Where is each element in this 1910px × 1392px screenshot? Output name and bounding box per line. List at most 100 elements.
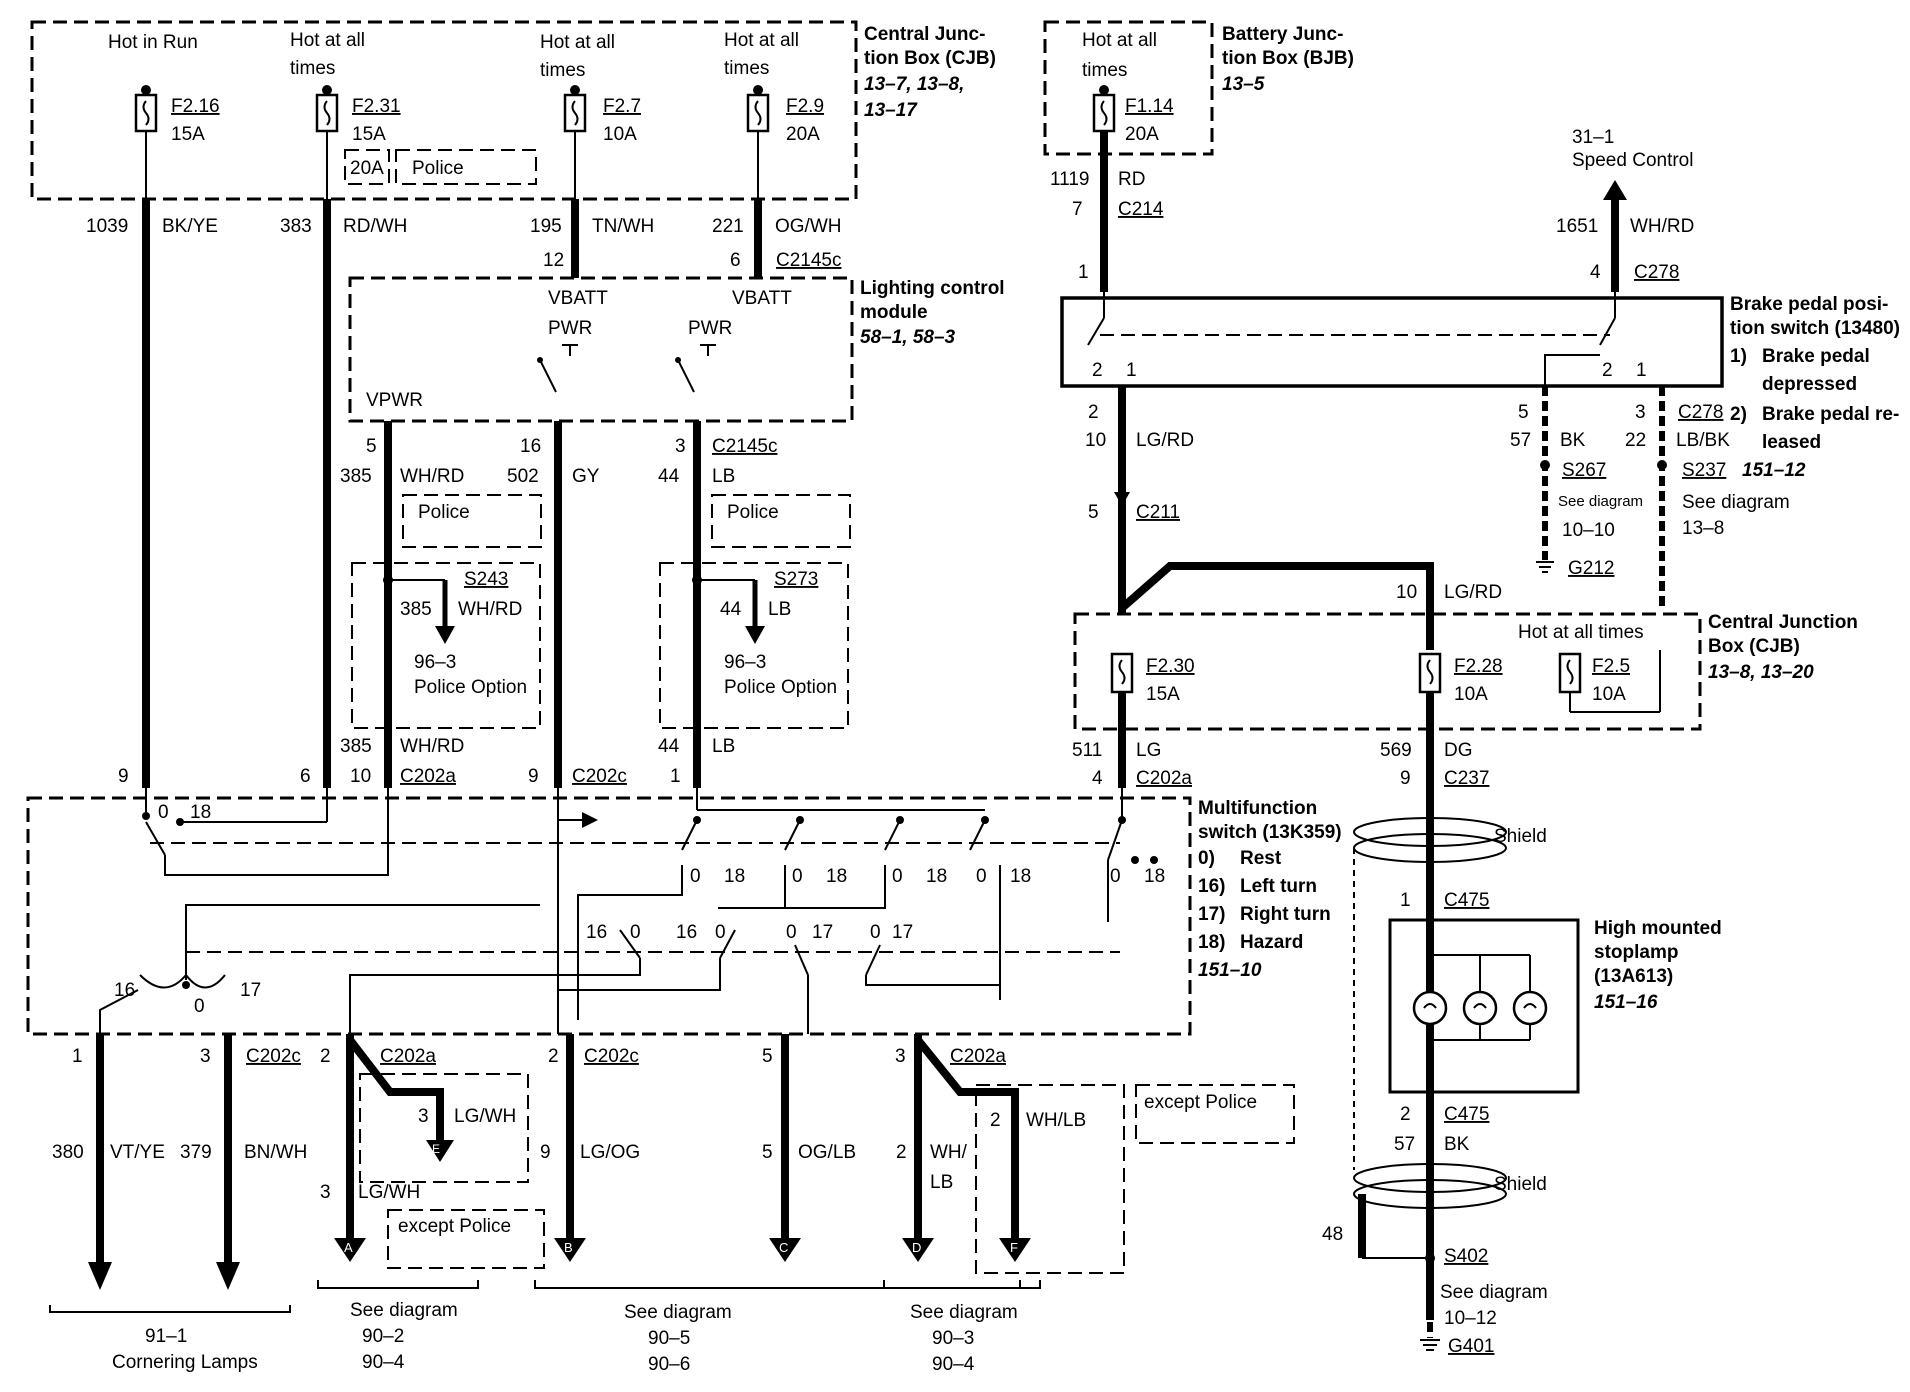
switch-position: 16 <box>586 922 607 943</box>
bjb-ref: 13–5 <box>1222 74 1265 95</box>
police-fuse-amp: 20A <box>350 158 384 179</box>
pin-number: 2 <box>1088 402 1099 423</box>
connector-id: C475 <box>1444 1104 1489 1125</box>
fuse-id: F2.5 <box>1592 656 1630 677</box>
diagram-ref: 90–4 <box>932 1354 975 1375</box>
police-label: Police <box>412 158 464 179</box>
except-police-label: except Police <box>398 1216 511 1237</box>
wire-color: RD <box>1118 169 1145 190</box>
connector-id: C202a <box>400 766 456 787</box>
option-label: Brake pedal re- <box>1762 404 1899 425</box>
pin-number: 9 <box>1400 768 1411 789</box>
lcm-title: module <box>860 302 928 323</box>
diagram-ref: 10–12 <box>1444 1308 1497 1329</box>
battery-junction-box: Hot at all times F1.14 20A Battery Junc-… <box>1043 20 1354 156</box>
switch-position: 17 <box>240 980 261 1001</box>
pin-number: 5 <box>762 1046 773 1067</box>
pin-number: 9 <box>528 766 539 787</box>
switch-title: tion switch (13480) <box>1730 318 1900 339</box>
wire-color: LB <box>712 736 735 757</box>
pin-number: 2 <box>548 1046 559 1067</box>
police-label: Police <box>418 502 470 523</box>
connector-id: C214 <box>1118 199 1164 220</box>
switch-title: Multifunction <box>1198 798 1317 819</box>
wire-color: OG/LB <box>798 1142 856 1163</box>
speed-control-label: Speed Control <box>1572 150 1693 171</box>
diagram-ref: 10–10 <box>1562 520 1615 541</box>
wire-color: BK <box>1560 430 1586 451</box>
pin-number: 1 <box>1400 890 1411 911</box>
see-diagram: See diagram <box>1558 493 1643 510</box>
wire-color: BN/WH <box>244 1142 307 1163</box>
pin-number: 6 <box>730 250 741 271</box>
wire-color: TN/WH <box>592 216 654 237</box>
circuit-number: 380 <box>52 1142 84 1163</box>
switch-position: 0 <box>158 802 169 823</box>
circuit-number: 1651 <box>1556 216 1598 237</box>
label-hot-all: Hot at all <box>540 32 615 53</box>
switch-position: 17 <box>812 922 833 943</box>
pwr-label: PWR <box>688 318 732 339</box>
wire-color: WH/RD <box>400 736 464 757</box>
switch-position: 0 <box>715 922 726 943</box>
pin-number: 9 <box>540 1142 551 1163</box>
switch-position: 18 <box>1144 866 1165 887</box>
switch-position: 0 <box>792 866 803 887</box>
option-number: 1) <box>1730 346 1747 367</box>
wire-color: LB <box>712 466 735 487</box>
pin-number: 3 <box>320 1182 331 1203</box>
s273-police-option: S273 44 LB 96–3 Police Option <box>659 562 849 729</box>
wire-color: RD/WH <box>343 216 407 237</box>
pin-number: 2 <box>1092 360 1103 381</box>
pin-number: 1 <box>1126 360 1137 381</box>
shield-label: Shield <box>1494 1174 1547 1195</box>
label-hot-all: Hot at all <box>724 30 799 51</box>
circuit-number: 22 <box>1625 430 1646 451</box>
cjb-mid: Hot at all times F2.30 15A F2.28 10A F2.… <box>1073 612 1858 731</box>
arrow-label-f: F <box>1010 1240 1018 1255</box>
wire-color: DG <box>1444 740 1473 761</box>
option-label: depressed <box>1762 374 1857 395</box>
circuit-number: 385 <box>340 736 372 757</box>
splice-id: S243 <box>464 569 508 590</box>
switch-position: 0 <box>976 866 987 887</box>
stoplamp-title: High mounted <box>1594 918 1722 939</box>
pin-number: 2 <box>320 1046 331 1067</box>
cjb-refs: 13–8, 13–20 <box>1708 662 1814 683</box>
pin-number: 5 <box>1088 502 1099 523</box>
see-diagram: See diagram <box>350 1300 458 1321</box>
circuit-number: 385 <box>340 466 372 487</box>
connector-id: C237 <box>1444 768 1489 789</box>
fuse-amp: 10A <box>603 124 637 145</box>
pin-number: 2 <box>1400 1104 1411 1125</box>
circuit-number: 385 <box>400 599 432 620</box>
splice-id: S273 <box>774 569 818 590</box>
pin-number: 3 <box>1635 402 1646 423</box>
switch-title: Brake pedal posi- <box>1730 294 1888 315</box>
option-label: Hazard <box>1240 932 1303 953</box>
cjb-title: Central Junc- <box>864 24 985 45</box>
splice-id: S267 <box>1562 460 1606 481</box>
connector-id: C202a <box>950 1046 1006 1067</box>
pin-number: 3 <box>200 1046 211 1067</box>
pin-number: 1 <box>1636 360 1647 381</box>
fuse-id: F2.31 <box>352 96 401 117</box>
wire-color: LG/RD <box>1136 430 1194 451</box>
see-diagram: See diagram <box>910 1302 1018 1323</box>
wire-color: WH/RD <box>400 466 464 487</box>
circuit-number: 10 <box>1085 430 1106 451</box>
switch-position: 18 <box>826 866 847 887</box>
s243-police-option: S243 385 WH/RD 96–3 Police Option <box>351 562 541 729</box>
fuse-id: F2.16 <box>171 96 220 117</box>
fuse-amp: 10A <box>1454 684 1488 705</box>
connector-id: C202a <box>1136 768 1192 789</box>
diagram-ref: 96–3 <box>414 652 456 673</box>
diagram-ref: 91–1 <box>145 1326 187 1347</box>
pin-number: 3 <box>895 1046 906 1067</box>
pin-number: 5 <box>762 1142 773 1163</box>
pin-number: 3 <box>418 1106 429 1127</box>
circuit-number: 383 <box>280 216 312 237</box>
vbatt-label: VBATT <box>548 288 608 309</box>
diagram-ref: 13–8 <box>1682 518 1724 539</box>
